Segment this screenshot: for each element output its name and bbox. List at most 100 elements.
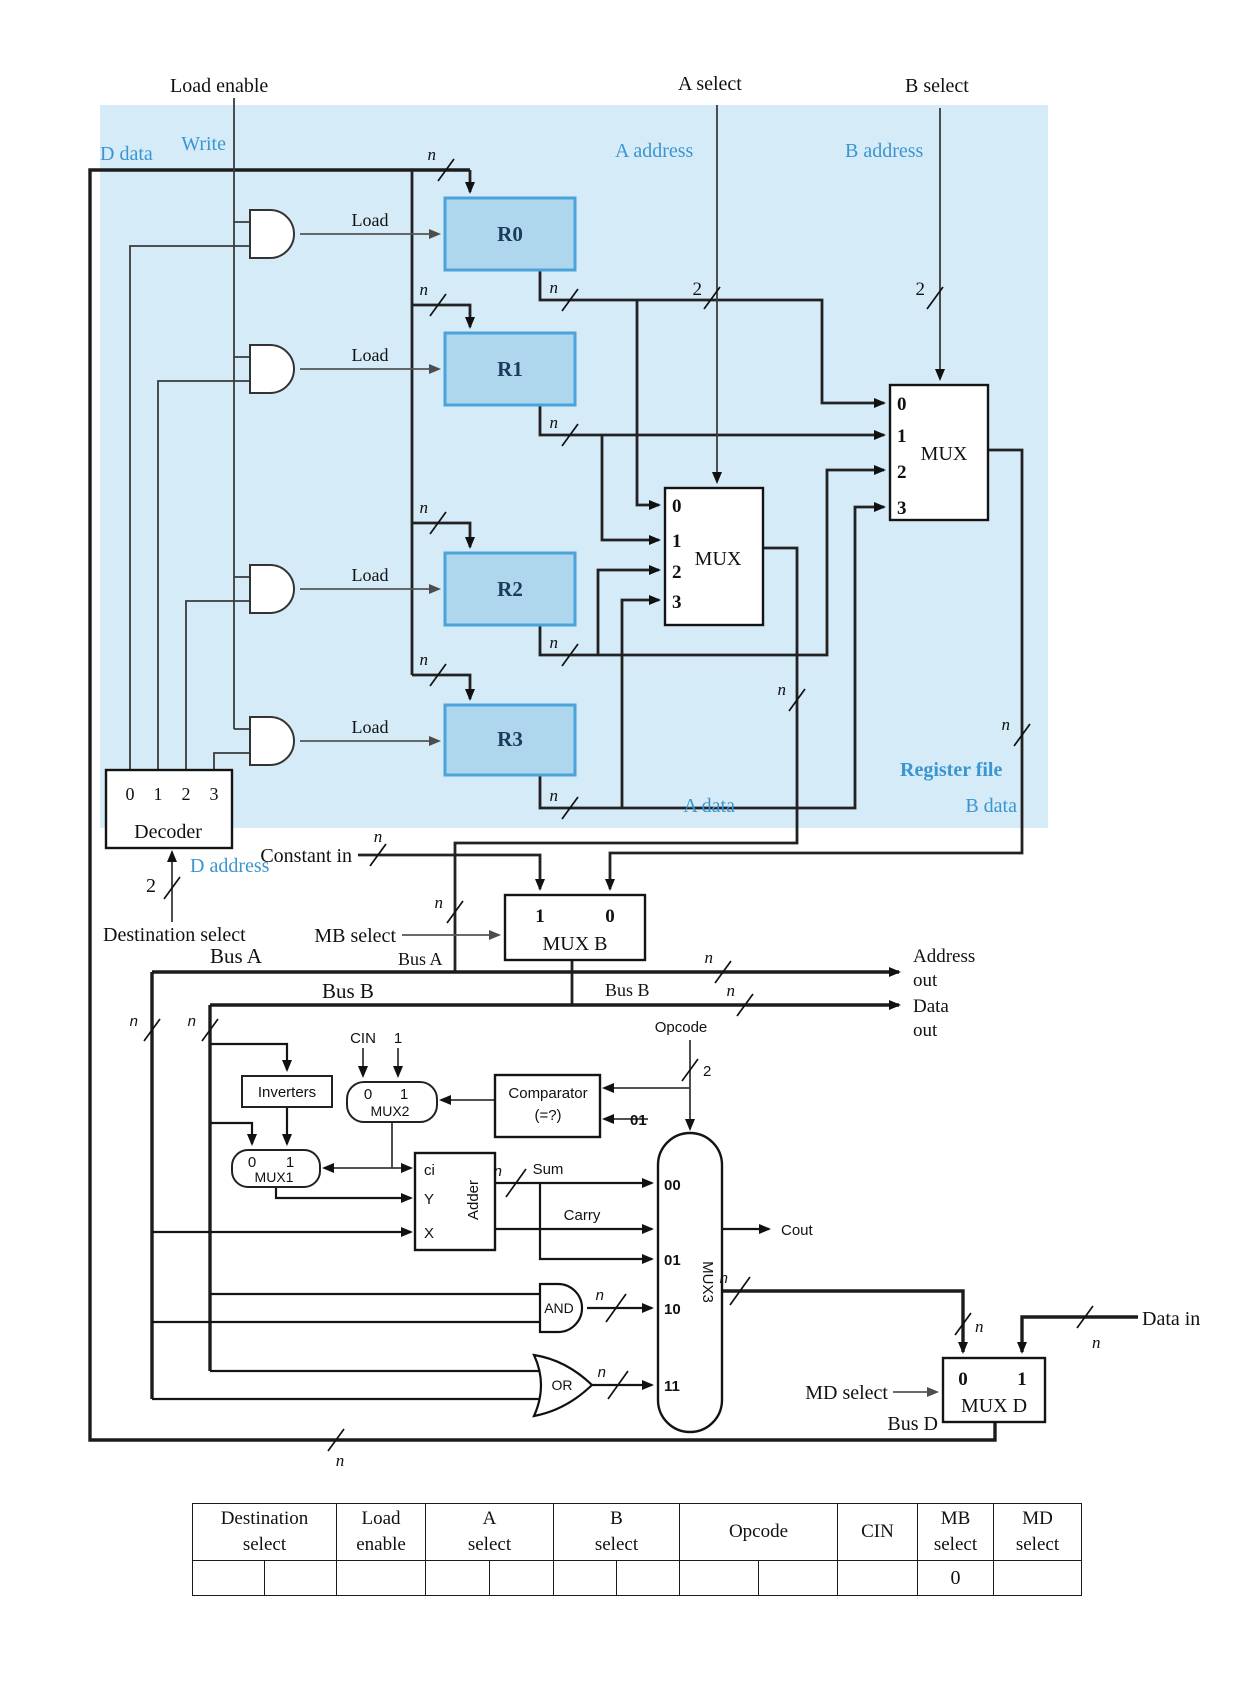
svg-text:n: n — [550, 413, 559, 432]
mux-b-in1: 1 — [535, 906, 545, 927]
cout-label: Cout — [781, 1222, 814, 1239]
bus-b-label: Bus B — [322, 979, 374, 1003]
wire-or-in — [152, 1369, 540, 1401]
wire-r3-amux — [620, 595, 661, 808]
wire-write-stubs — [234, 221, 250, 730]
r2-label: R2 — [497, 577, 523, 601]
answer-cell — [425, 1560, 490, 1596]
svg-text:n: n — [1092, 1333, 1101, 1352]
mux2-label: MUX2 — [371, 1103, 410, 1119]
svg-text:n: n — [374, 827, 383, 846]
bus-b-small-label: Bus B — [605, 980, 650, 1000]
b-select-label: B select — [905, 75, 969, 97]
wire-r3-out — [538, 502, 886, 810]
mux3-in-11: 11 — [664, 1378, 680, 1395]
a-mux-in1: 1 — [672, 531, 682, 552]
wire-dec2 — [185, 600, 250, 770]
eq-code-label: 01 — [630, 1112, 647, 1129]
comparator-label-2: (=?) — [534, 1107, 561, 1124]
answer-cell-mb-select: 0 — [917, 1560, 994, 1596]
b-mux-label: MUX — [921, 443, 968, 465]
register-r0 — [443, 196, 577, 272]
svg-text:n: n — [428, 145, 437, 164]
mux1-label: MUX1 — [255, 1169, 294, 1185]
and-gate-2 — [249, 564, 295, 614]
bus-a-label: Bus A — [210, 944, 263, 968]
mux-b-box — [503, 893, 647, 962]
mux-b-label: MUX B — [542, 933, 607, 955]
b-mux-in2: 2 — [897, 462, 907, 483]
svg-text:n: n — [596, 1287, 604, 1304]
svg-text:n: n — [705, 948, 714, 967]
sum-label: Sum — [533, 1161, 564, 1178]
mux-d-in0: 0 — [958, 1369, 968, 1390]
adder-label: Adder — [465, 1180, 482, 1220]
or-label: OR — [552, 1377, 573, 1393]
register-r2 — [443, 551, 577, 627]
register-r3 — [443, 703, 577, 777]
decoder-box — [104, 768, 234, 850]
mux1-in0: 0 — [248, 1154, 256, 1171]
answer-cell — [489, 1560, 554, 1596]
mux2-box — [346, 1081, 438, 1123]
svg-text:n: n — [130, 1013, 138, 1030]
wire-busb-mux1 — [210, 1121, 257, 1146]
write-label: Write — [181, 133, 226, 155]
svg-text:n: n — [598, 1364, 606, 1381]
or-gate-alu — [532, 1353, 594, 1418]
decoder-out-2: 2 — [182, 784, 191, 804]
dest-width-label: 2 — [146, 875, 156, 897]
wire-r0-out — [538, 270, 886, 408]
wire-constant-in — [358, 853, 545, 891]
svg-text:n: n — [778, 680, 787, 699]
data-out-label-1: Data — [913, 996, 949, 1017]
adder-x-label: X — [424, 1225, 434, 1242]
cin-one-label: 1 — [394, 1030, 402, 1047]
mux3-label: MUX3 — [699, 1261, 716, 1303]
a-mux-in3: 3 — [672, 592, 682, 613]
load2-label: Load — [352, 565, 389, 585]
mux3-box — [656, 1131, 724, 1434]
b-mux-in3: 3 — [897, 498, 907, 519]
svg-text:n: n — [420, 650, 429, 669]
mux-b-in0: 0 — [605, 906, 615, 927]
col-opcode: Opcode — [679, 1503, 838, 1561]
and-gate-1 — [249, 344, 295, 394]
comparator-box — [493, 1073, 602, 1139]
wire-mux2-mux1sel — [322, 1122, 393, 1173]
mux2-in1: 1 — [400, 1086, 408, 1103]
inverters-box — [241, 1075, 333, 1108]
svg-text:n: n — [550, 633, 559, 652]
svg-text:n: n — [420, 280, 429, 299]
mb-select-label: MB select — [314, 925, 396, 947]
svg-text:n: n — [975, 1317, 984, 1336]
wire-data-in — [1017, 1315, 1138, 1354]
bus-d-label: Bus D — [887, 1413, 938, 1435]
svg-text:2: 2 — [693, 279, 703, 300]
answer-cell — [837, 1560, 918, 1596]
wire-b-data — [605, 448, 1024, 891]
d-address-label: D address — [190, 855, 270, 877]
wire-busb-inverters — [210, 1042, 292, 1072]
wire-r0-amux — [635, 300, 661, 510]
b-mux-in1: 1 — [897, 426, 907, 447]
wire-ddata-r2 — [412, 521, 475, 549]
data-out-label-2: out — [913, 1020, 938, 1041]
mux2-in0: 0 — [364, 1086, 372, 1103]
answer-cell — [264, 1560, 337, 1596]
cin-label: CIN — [350, 1030, 376, 1047]
mux3-in-01: 01 — [664, 1252, 681, 1269]
b-mux-box — [888, 383, 990, 522]
and-gate-alu — [538, 1282, 584, 1334]
answer-cell — [993, 1560, 1082, 1596]
answer-cell — [679, 1560, 759, 1596]
svg-text:n: n — [1002, 715, 1011, 734]
carry-label: Carry — [564, 1207, 601, 1224]
address-out-label-1: Address — [913, 946, 975, 967]
